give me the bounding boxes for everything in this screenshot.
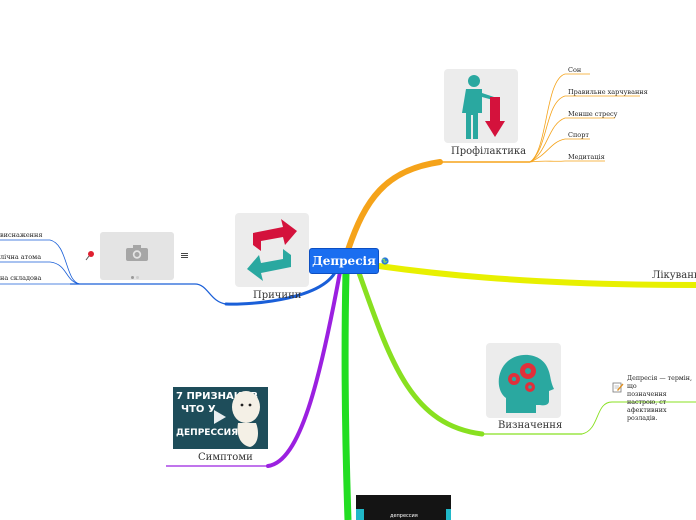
prophylaxis-item-sport[interactable]: Спорт bbox=[568, 131, 589, 139]
causes-subbranches bbox=[0, 239, 81, 285]
branch-causes bbox=[224, 263, 340, 306]
definition-note-line: позначення настрою, ст bbox=[627, 391, 667, 406]
treatment-label[interactable]: Лікування bbox=[652, 270, 696, 281]
definition-note-line: афективних розладів. bbox=[627, 407, 667, 422]
thumb-text-2: ЧТО У bbox=[181, 404, 216, 415]
bottom-video-thumbnail[interactable]: депрессия bbox=[356, 495, 451, 520]
prophylaxis-item-meditation[interactable]: Медитація bbox=[568, 153, 605, 161]
bottom-thumb-text: депрессия bbox=[390, 513, 418, 519]
branch-definition-note bbox=[581, 401, 696, 435]
causes-item-atoma[interactable]: лічна атома bbox=[0, 253, 42, 261]
branch-causes-line bbox=[70, 283, 227, 305]
branch-definition bbox=[355, 267, 485, 437]
prophylaxis-subbranches bbox=[529, 73, 640, 163]
causes-label[interactable]: Причини bbox=[253, 290, 302, 301]
branch-bottom bbox=[341, 271, 352, 520]
prophylaxis-item-sleep[interactable]: Сон bbox=[568, 66, 582, 74]
branch-symptoms bbox=[266, 270, 342, 468]
person-down-arrow-icon bbox=[462, 75, 505, 139]
pin-icon[interactable] bbox=[84, 250, 96, 262]
definition-note-line: Депресія — термін, що bbox=[627, 375, 692, 390]
bottom-accent-right bbox=[446, 509, 451, 520]
bottom-accent-left bbox=[356, 509, 364, 520]
prophylaxis-label[interactable]: Профілактика bbox=[451, 146, 527, 157]
prophylaxis-item-nutrition[interactable]: Правильне харчування bbox=[568, 88, 648, 96]
globe-icon[interactable] bbox=[381, 257, 389, 265]
exchange-arrows-icon bbox=[247, 219, 297, 281]
carousel-dots bbox=[131, 264, 139, 283]
image-placeholder bbox=[100, 232, 174, 280]
prophylaxis-item-less-stress[interactable]: Менше стресу bbox=[568, 110, 618, 118]
causes-item-exhaustion[interactable]: виснаження bbox=[0, 231, 43, 239]
definition-note: Депресія — термін, що позначення настрою… bbox=[627, 375, 696, 423]
central-topic-label: Депресія bbox=[312, 254, 376, 268]
camera-icon bbox=[126, 245, 148, 261]
head-gears-icon bbox=[498, 354, 554, 413]
causes-image bbox=[235, 213, 309, 287]
note-edit-icon bbox=[612, 382, 624, 393]
symptoms-video-thumbnail[interactable]: 7 ПРИЗНАКОВ ЧТО У ДЕПРЕССИЯ bbox=[173, 387, 268, 449]
symptoms-label[interactable]: Симптоми bbox=[198, 452, 253, 463]
notes-lines-icon[interactable] bbox=[181, 252, 188, 259]
causes-item-component[interactable]: на складова bbox=[0, 274, 42, 282]
central-topic[interactable]: Депресія bbox=[309, 248, 379, 274]
thumb-text-1: 7 ПРИЗНАКОВ bbox=[176, 391, 259, 402]
branch-prophylaxis bbox=[345, 159, 443, 253]
baby-figure-icon bbox=[232, 391, 260, 447]
prophylaxis-image bbox=[444, 69, 518, 143]
thumb-text-3: ДЕПРЕССИЯ bbox=[176, 428, 239, 438]
definition-label[interactable]: Визначення bbox=[498, 420, 563, 431]
branch-treatment bbox=[369, 262, 696, 288]
definition-image bbox=[486, 343, 561, 418]
play-icon[interactable] bbox=[209, 407, 229, 427]
